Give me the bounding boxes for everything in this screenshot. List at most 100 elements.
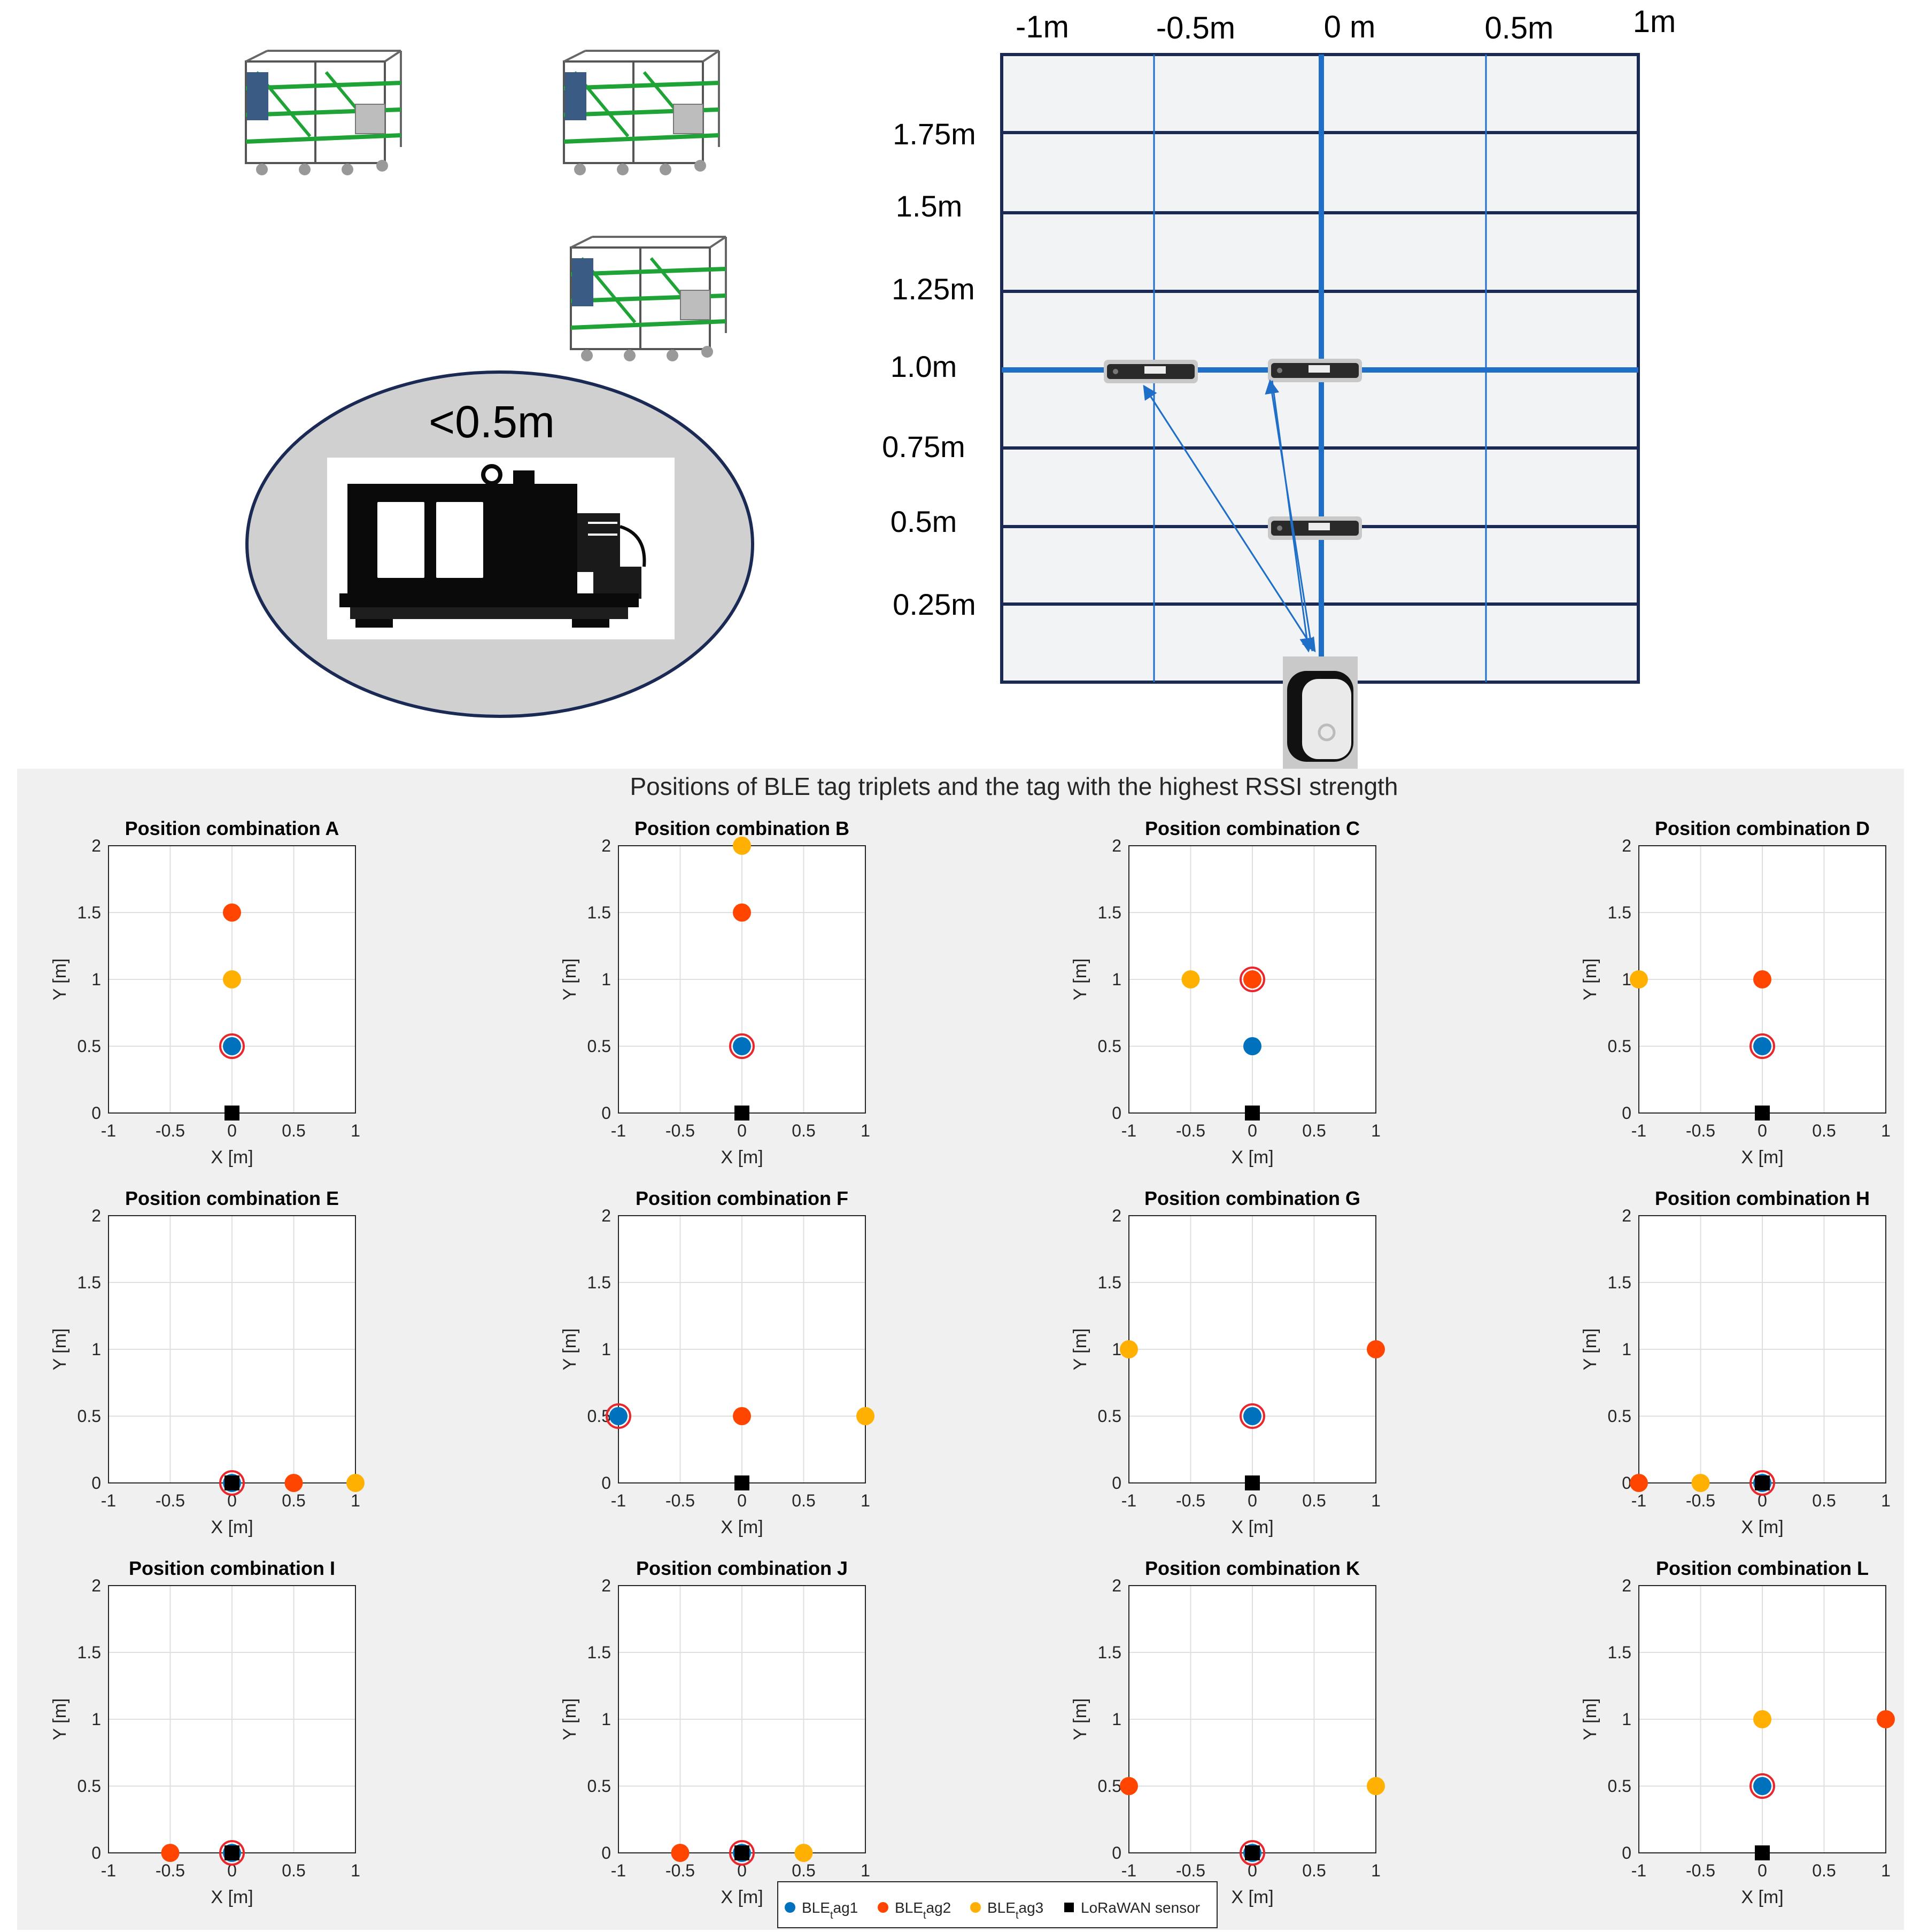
x-axis-label: X [m]: [211, 1887, 253, 1907]
y-axis-label: Y [m]: [560, 1328, 580, 1371]
legend-box: [777, 1881, 1218, 1928]
y-tick-label: 2: [1622, 1206, 1631, 1225]
highest-rssi-ring: [219, 1033, 245, 1059]
highest-rssi-ring: [219, 1470, 245, 1496]
legend-label: BLEtag1: [802, 1899, 858, 1921]
y-tick-label: 0.5: [1608, 1407, 1631, 1426]
sensor-marker: [224, 1106, 239, 1120]
y-tick-label: 2: [1622, 1576, 1631, 1595]
subplot-title: Position combination K: [1145, 1557, 1360, 1579]
x-tick-label: -1: [1631, 1861, 1646, 1880]
subplot-title: Position combination F: [636, 1187, 848, 1209]
tag3-marker: [733, 837, 751, 855]
sensor-marker: [1755, 1475, 1770, 1490]
sensor-marker: [1245, 1475, 1260, 1490]
y-tick-label: 0.5: [78, 1776, 101, 1796]
tag3-marker: [1753, 1710, 1771, 1728]
y-tick-label: 1: [601, 1340, 611, 1359]
x-axis-label: X [m]: [1231, 1887, 1273, 1907]
y-tick-label: 0.5: [1608, 1776, 1631, 1796]
sensor-marker: [734, 1106, 749, 1120]
tag1-marker: [1753, 1777, 1771, 1795]
y-tick-label: 0.5: [78, 1407, 101, 1426]
x-tick-label: -0.5: [156, 1491, 185, 1510]
tag2-marker: [1243, 970, 1261, 988]
grid-y-label: 0.75m: [882, 430, 965, 463]
y-tick-label: 0: [91, 1473, 101, 1493]
tag1-marker: [223, 1037, 241, 1055]
tag1-marker: [1243, 1407, 1261, 1425]
y-tick-label: 2: [601, 1206, 611, 1225]
y-tick-label: 0: [1622, 1103, 1631, 1123]
signal-arrow: [1271, 380, 1314, 653]
y-tick-label: 0.5: [1098, 1037, 1121, 1056]
x-tick-label: -1: [1631, 1491, 1646, 1510]
y-axis-label: Y [m]: [1580, 1698, 1600, 1741]
x-tick-label: 0: [737, 1491, 747, 1510]
y-tick-label: 1: [1112, 970, 1121, 989]
y-tick-label: 0: [1622, 1843, 1631, 1863]
y-tick-label: 2: [601, 1576, 611, 1595]
tag3-marker: [1691, 1474, 1710, 1492]
tag2-marker: [1877, 1710, 1895, 1728]
x-tick-label: 0: [227, 1121, 237, 1140]
x-tick-label: 0: [737, 1861, 747, 1880]
x-tick-label: 0: [1758, 1121, 1767, 1140]
tag3-marker: [794, 1844, 813, 1862]
x-axis-label: X [m]: [721, 1887, 763, 1907]
x-axis-label: X [m]: [721, 1147, 763, 1168]
x-tick-label: -0.5: [1176, 1861, 1205, 1880]
y-tick-label: 1.5: [1098, 903, 1121, 922]
x-tick-label: -0.5: [156, 1861, 185, 1880]
x-tick-label: 0.5: [282, 1861, 305, 1880]
subplot-title: Position combination J: [636, 1557, 848, 1579]
x-tick-label: 1: [1371, 1121, 1381, 1140]
y-tick-label: 1.5: [1098, 1643, 1121, 1662]
tag2-marker: [1753, 970, 1771, 988]
rack-icon: [564, 51, 719, 175]
grid-x-label: -0.5m: [1156, 11, 1235, 45]
tag3-marker: [1367, 1777, 1385, 1795]
y-axis-label: Y [m]: [1580, 959, 1600, 1001]
x-axis-label: X [m]: [1231, 1147, 1273, 1168]
x-tick-label: 0.5: [1812, 1861, 1836, 1880]
lorawan-sensor-icon: [1283, 656, 1358, 769]
y-tick-label: 2: [1622, 836, 1631, 855]
tag1-marker: [1243, 1037, 1261, 1055]
x-tick-label: 1: [351, 1491, 360, 1510]
y-tick-label: 1: [1622, 970, 1631, 989]
highest-rssi-ring: [1749, 1773, 1775, 1799]
grid-x-label: -1m: [1016, 10, 1069, 44]
x-tick-label: -1: [611, 1121, 626, 1140]
sensor-marker: [734, 1845, 749, 1860]
x-tick-label: -1: [1121, 1121, 1136, 1140]
x-tick-label: -0.5: [1686, 1861, 1715, 1880]
highest-rssi-ring: [1240, 1403, 1265, 1429]
grid-y-label: 1.25m: [892, 272, 975, 306]
sensor-button: [1318, 723, 1336, 741]
y-tick-label: 1.5: [1608, 1643, 1631, 1662]
x-tick-label: 1: [351, 1121, 360, 1140]
x-tick-label: 0.5: [1812, 1491, 1836, 1510]
x-tick-label: 0: [1758, 1491, 1767, 1510]
y-tick-label: 1: [601, 970, 611, 989]
highest-rssi-ring: [729, 1840, 755, 1866]
x-tick-label: 1: [861, 1491, 870, 1510]
y-axis-label: Y [m]: [50, 1328, 70, 1371]
y-tick-label: 1.5: [1098, 1273, 1121, 1292]
y-tick-label: 0: [601, 1843, 611, 1863]
y-tick-label: 2: [601, 836, 611, 855]
sensor-marker: [734, 1475, 749, 1490]
x-tick-label: 0.5: [1302, 1491, 1326, 1510]
y-tick-label: 0.5: [587, 1037, 611, 1056]
x-tick-label: 0.5: [1302, 1121, 1326, 1140]
x-tick-label: 1: [1881, 1491, 1891, 1510]
y-axis-label: Y [m]: [1070, 1698, 1090, 1741]
tag2-marker: [733, 1407, 751, 1425]
tag1-marker: [609, 1407, 628, 1425]
subplot-title: Position combination A: [125, 817, 339, 839]
x-tick-label: -1: [1631, 1121, 1646, 1140]
x-tick-label: -0.5: [665, 1491, 695, 1510]
